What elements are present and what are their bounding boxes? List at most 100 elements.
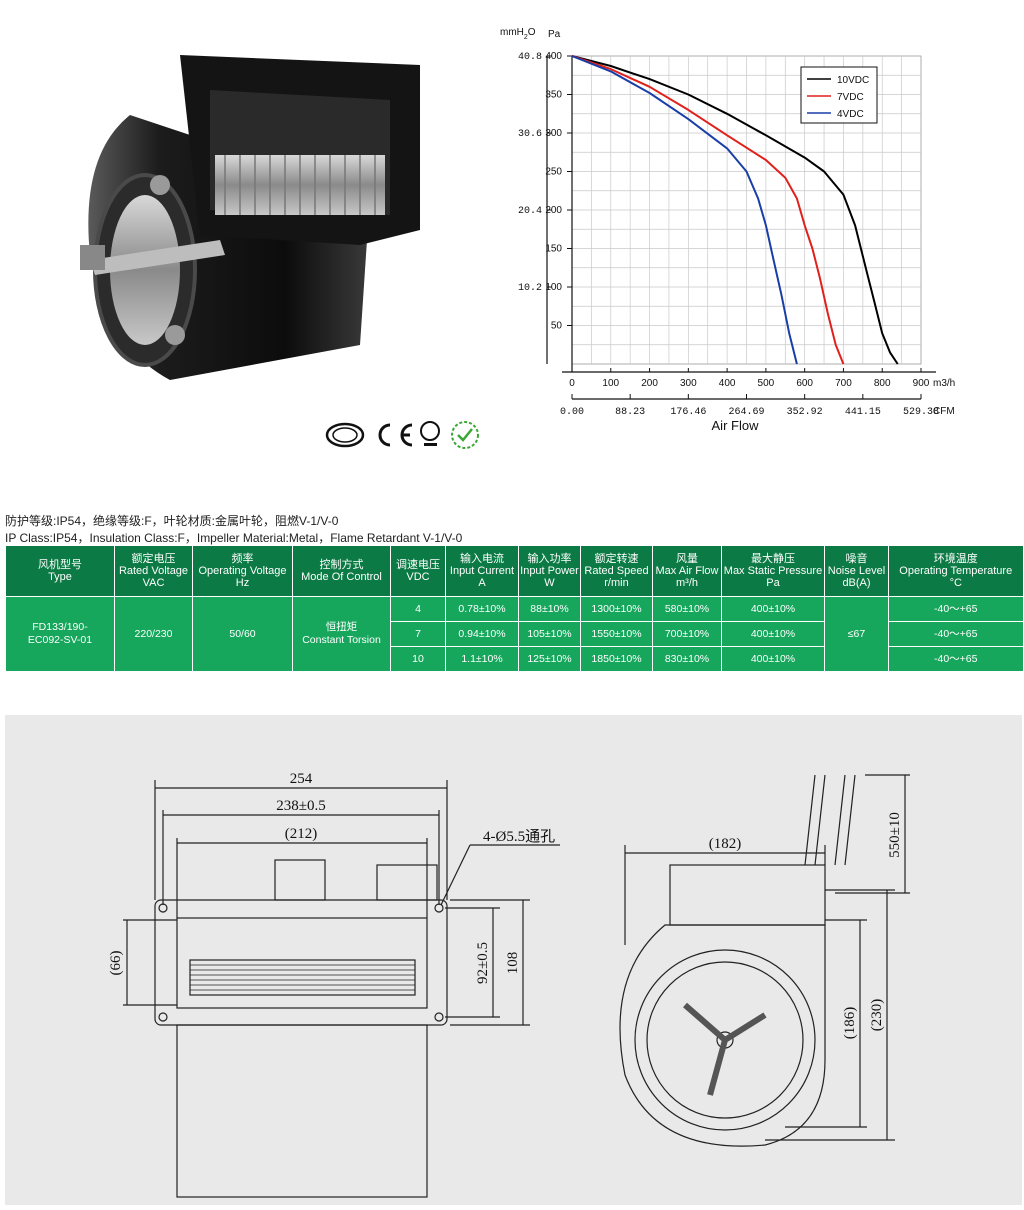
y2-tick-label: 30.6	[518, 129, 542, 140]
x-tick-label: 0	[569, 378, 575, 389]
dim-hole-spacing: 238±0.5	[276, 798, 325, 814]
certification-logos	[325, 421, 479, 449]
x-tick-label: 800	[874, 378, 891, 389]
x2-tick-label: 176.46	[670, 407, 706, 418]
front-view-drawing: 254 238±0.5 (212) 4-Ø5.5通孔 (66) 92±0.5 1…	[108, 771, 910, 1198]
y-tick-label: 100	[545, 282, 562, 293]
dim-hole-note: 4-Ø5.5通孔	[483, 828, 555, 845]
series-line-7vdc	[571, 55, 845, 365]
x-tick-label: 500	[758, 378, 775, 389]
temp-cell: -40～+65	[888, 646, 1023, 671]
chart-grid	[571, 55, 922, 365]
pressure-cell: 400±10%	[721, 596, 825, 622]
table-row: 7 0.94±10% 105±10% 1550±10% 700±10% 400±…	[6, 621, 1023, 647]
speed-cell: 1850±10%	[580, 646, 653, 671]
y-tick-label: 150	[545, 244, 562, 255]
dim-side-width: (182)	[709, 836, 742, 852]
dim-hole-height: 92±0.5	[475, 942, 491, 984]
temp-cell: -40～+65	[888, 621, 1023, 647]
speed-cell: 1550±10%	[580, 621, 653, 647]
series-line-4vdc	[571, 55, 798, 365]
table-row: 10 1.1±10% 125±10% 1850±10% 830±10% 400±…	[6, 646, 1023, 671]
ce-logo-icon	[378, 423, 413, 447]
y-tick-label: 250	[545, 167, 562, 178]
current-cell: 1.1±10%	[445, 646, 519, 671]
dim-side-height: (230)	[869, 999, 885, 1032]
x2-tick-label: 0.00	[560, 407, 584, 418]
x2-tick-label: 352.92	[787, 407, 823, 418]
y2-tick-label: 40.8	[518, 52, 542, 63]
spec-line-english: IP Class:IP54，Insulation Class:F，Impelle…	[5, 531, 463, 545]
voltage-cell: 220/230	[114, 596, 193, 671]
y2-unit-label: mmH2O	[500, 27, 536, 41]
etl-logo-icon	[420, 421, 440, 446]
x-tick-label: 300	[680, 378, 697, 389]
spec-line-chinese: 防护等级:IP54，绝缘等级:F，叶轮材质:金属叶轮，阻燃V-1/V-0	[5, 514, 339, 528]
x2-unit-label: CFM	[933, 406, 955, 417]
dimension-drawing-panel: 254 238±0.5 (212) 4-Ø5.5通孔 (66) 92±0.5 1…	[5, 715, 1022, 1205]
noise-cell: ≤67	[824, 596, 889, 671]
x-tick-label: 900	[913, 378, 930, 389]
x-unit-label: m3/h	[933, 378, 955, 389]
current-cell: 0.94±10%	[445, 621, 519, 647]
x2-tick-label: 88.23	[615, 407, 645, 418]
dim-overall-width: 254	[290, 771, 313, 787]
chart-series	[571, 55, 899, 365]
flow-cell: 830±10%	[652, 646, 722, 671]
dim-housing-height: (186)	[842, 1007, 858, 1040]
power-cell: 105±10%	[518, 621, 581, 647]
x-tick-label: 200	[641, 378, 658, 389]
product-photo	[80, 55, 420, 380]
x2-tick-label: 264.69	[728, 407, 764, 418]
temp-cell: -40～+65	[888, 596, 1023, 622]
current-cell: 0.78±10%	[445, 596, 519, 622]
y2-tick-label: 10.2	[518, 283, 542, 294]
speed-cell: 1300±10%	[580, 596, 653, 622]
dim-inner-width: (212)	[285, 826, 318, 842]
legend-label: 10VDC	[837, 75, 869, 86]
model-cell: FD133/190-EC092-SV-01	[5, 596, 115, 671]
blower-housing	[80, 55, 420, 380]
rohs-logo-icon	[451, 421, 479, 449]
legend-label: 7VDC	[837, 92, 864, 103]
y-unit-label: Pa	[548, 29, 561, 40]
y-tick-label: 50	[551, 321, 563, 332]
x-tick-label: 600	[796, 378, 813, 389]
vdc-cell: 7	[390, 621, 446, 647]
dim-lead-length: 550±10	[887, 812, 903, 858]
dim-outlet-height: (66)	[108, 951, 124, 976]
x-tick-label: 400	[719, 378, 736, 389]
y-tick-label: 350	[545, 90, 562, 101]
flow-cell: 700±10%	[652, 621, 722, 647]
vdc-cell: 10	[390, 646, 446, 671]
x-tick-label: 100	[602, 378, 619, 389]
dim-flange-height: 108	[505, 952, 521, 975]
x2-tick-label: 529.38	[903, 407, 939, 418]
pressure-cell: 400±10%	[721, 621, 825, 647]
y2-tick-label: 20.4	[518, 206, 542, 217]
x2-tick-label: 441.15	[845, 407, 881, 418]
frequency-cell: 50/60	[192, 596, 293, 671]
x-tick-label: 700	[835, 378, 852, 389]
y-tick-label: 400	[545, 51, 562, 62]
series-line-10vdc	[571, 55, 899, 365]
power-cell: 88±10%	[518, 596, 581, 622]
